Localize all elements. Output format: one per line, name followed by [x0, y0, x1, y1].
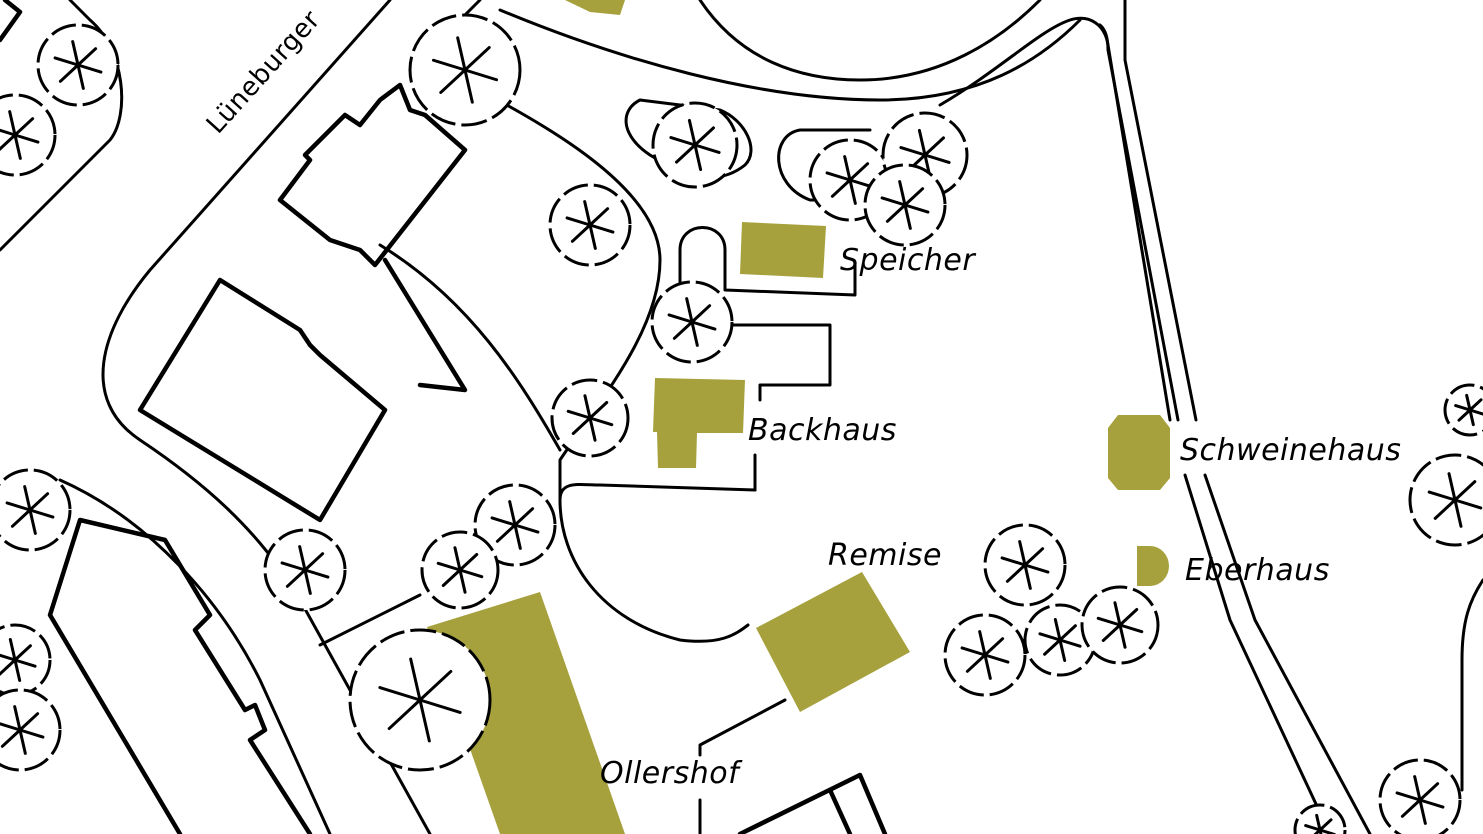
path-far-right [1460, 578, 1483, 792]
label-remise: Remise [828, 538, 942, 573]
lane-upper [678, 226, 857, 297]
tree-icon [0, 468, 72, 552]
building-schweinehaus [1108, 415, 1170, 490]
label-eberhaus: Eberhaus [1185, 553, 1330, 588]
tree-icon [263, 528, 347, 612]
building-backhaus [653, 378, 745, 468]
trees [0, 13, 1483, 834]
road-edge-top-upper [698, 0, 1042, 82]
path-right-b [1123, 0, 1198, 422]
tree-icon [420, 530, 500, 610]
tree-icon [1080, 585, 1160, 665]
tree-icon [0, 688, 62, 772]
building-outline-nw-corner [0, 0, 23, 43]
lane-mid [728, 323, 832, 402]
tree-icon [650, 280, 734, 364]
path-right-d [1203, 473, 1372, 834]
road-left-outer [101, 0, 432, 834]
tree-icon [1023, 603, 1097, 677]
path-right-c [1183, 473, 1332, 834]
building-eberhaus [1137, 546, 1169, 586]
building-speicher [740, 222, 826, 278]
label-speicher: Speicher [840, 243, 976, 278]
building-top-fragment [565, 0, 625, 15]
tree-icon [1408, 453, 1483, 547]
tree-icon [1443, 383, 1483, 437]
path-lower-left [318, 593, 422, 647]
other-buildings [0, 0, 888, 834]
label-backhaus: Backhaus [748, 413, 897, 448]
tree-icon [348, 628, 492, 772]
tree-icon [550, 378, 630, 458]
tree-icon [943, 613, 1027, 697]
building-ollershof [427, 592, 625, 834]
tree-icon [863, 163, 947, 247]
building-outline-arrow [382, 257, 468, 393]
tree-icon [1293, 803, 1347, 834]
tree-icon [473, 483, 557, 567]
tree-icon [0, 93, 57, 177]
building-remise [756, 572, 910, 712]
tree-icon [983, 523, 1067, 607]
road-left-curve [0, 0, 124, 252]
tree-icon [36, 23, 120, 107]
building-outline-southeast [737, 772, 888, 834]
label-ollershof: Ollershof [600, 756, 743, 791]
path-right-a [1098, 23, 1180, 422]
building-outline-south [47, 517, 313, 834]
tree-icon [0, 623, 52, 697]
street-label: Lüneburger [201, 5, 327, 140]
tree-icon [408, 13, 522, 127]
highlighted-buildings [427, 0, 1170, 834]
driveway [558, 482, 757, 643]
road-edge-top-inner [498, 8, 1082, 102]
path-to-remise [698, 698, 787, 757]
building-outline-west [137, 277, 388, 523]
tree-icon [548, 183, 632, 267]
island-right [777, 128, 872, 202]
path-diagonal [378, 243, 562, 452]
tree-icon [651, 101, 739, 189]
label-schweinehaus: Schweinehaus [1180, 433, 1401, 468]
building-outline-north [277, 82, 468, 268]
road-edge-top-loop [938, 17, 1172, 422]
tree-icon [1378, 758, 1462, 834]
